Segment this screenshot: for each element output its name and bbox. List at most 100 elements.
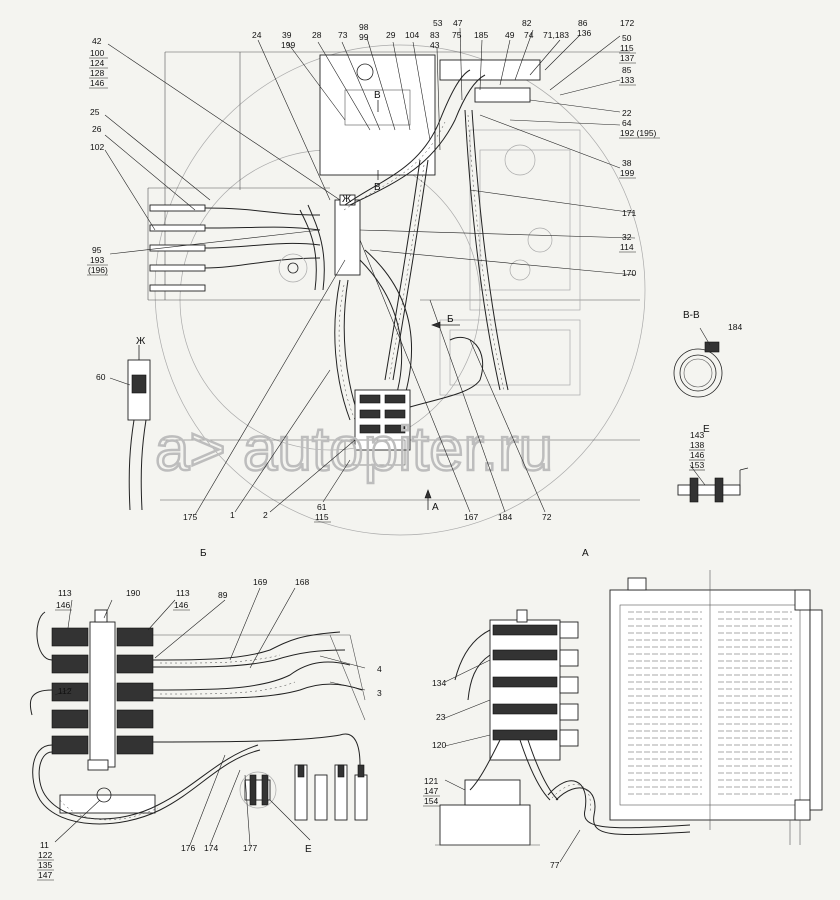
distributor-block — [334, 199, 361, 276]
callout-53: 53 — [433, 18, 443, 28]
callout-143: 143 — [690, 430, 704, 440]
callout-underlines — [37, 52, 705, 881]
callout-24: 24 — [252, 30, 262, 40]
callout-25: 25 — [90, 107, 100, 117]
callout-192-195: 192 (195) — [620, 128, 657, 138]
callout-89: 89 — [218, 590, 228, 600]
callout-121: 121 — [424, 776, 438, 786]
view-label-v-bottom: В — [374, 182, 381, 193]
callout-43: 43 — [430, 40, 440, 50]
callout-115: 115 — [620, 43, 634, 53]
callout-134: 134 — [432, 678, 446, 688]
callout-60: 60 — [96, 372, 106, 382]
callout-172: 172 — [620, 18, 634, 28]
callout-133: 133 — [620, 75, 634, 85]
view-arrow-label-a: А — [432, 502, 439, 513]
callout-77: 77 — [550, 860, 560, 870]
callout-136: 136 — [577, 28, 591, 38]
callout-184-main: 184 — [498, 512, 512, 522]
top-manifold — [474, 87, 531, 103]
callout-labels: 42 100 124 128 146 25 26 102 95 193 (196… — [38, 18, 742, 880]
callout-42: 42 — [92, 36, 102, 46]
detail-vv — [673, 341, 723, 398]
callout-199: 199 — [281, 40, 295, 50]
callout-174: 174 — [204, 843, 218, 853]
callout-72: 72 — [542, 512, 552, 522]
view-arrow-label-b: Б — [447, 314, 454, 325]
view-arrow-label-zh: Ж — [342, 194, 352, 205]
callout-39: 39 — [282, 30, 292, 40]
callout-154: 154 — [424, 796, 438, 806]
tank-cap — [356, 63, 374, 81]
callout-122: 122 — [38, 850, 52, 860]
watermark: a> autopiter.ru — [155, 415, 553, 484]
callout-85: 85 — [622, 65, 632, 75]
main-hoses — [299, 69, 509, 421]
callout-114: 114 — [620, 242, 634, 252]
callout-169: 169 — [253, 577, 267, 587]
callout-115b: 115 — [315, 512, 329, 522]
callout-74: 74 — [524, 30, 534, 40]
callout-28: 28 — [312, 30, 322, 40]
callout-49: 49 — [505, 30, 515, 40]
callout-38: 38 — [622, 158, 632, 168]
callout-29: 29 — [386, 30, 396, 40]
callout-64: 64 — [622, 118, 632, 128]
callout-95: 95 — [92, 245, 102, 255]
callout-146-left: 146 — [56, 600, 70, 610]
callout-3: 3 — [377, 688, 382, 698]
callout-138: 138 — [690, 440, 704, 450]
view-label-a: А — [582, 548, 589, 559]
callout-32: 32 — [622, 232, 632, 242]
callout-146-right: 146 — [174, 600, 188, 610]
main-view — [147, 44, 646, 536]
engine-outline — [439, 129, 581, 396]
view-a — [435, 570, 823, 846]
callout-86: 86 — [578, 18, 588, 28]
view-label-zh: Ж — [136, 336, 146, 347]
callout-26: 26 — [92, 124, 102, 134]
view-label-e: Е — [703, 424, 710, 435]
callout-185: 185 — [474, 30, 488, 40]
callout-2: 2 — [263, 510, 268, 520]
callout-1: 1 — [230, 510, 235, 520]
callout-120: 120 — [432, 740, 446, 750]
callout-75: 75 — [452, 30, 462, 40]
callout-196: (196) — [88, 265, 108, 275]
callout-4: 4 — [377, 664, 382, 674]
view-label-v-top: В — [374, 90, 381, 101]
distributor-body-b — [89, 621, 116, 768]
callout-137: 137 — [620, 53, 634, 63]
callout-176: 176 — [181, 843, 195, 853]
pipe-loops-b — [239, 764, 368, 821]
callout-147: 147 — [38, 870, 52, 880]
callout-124: 124 — [90, 58, 104, 68]
callout-190: 190 — [126, 588, 140, 598]
callout-82: 82 — [522, 18, 532, 28]
valve-stack-main — [344, 389, 411, 466]
callout-73: 73 — [338, 30, 348, 40]
callout-168: 168 — [295, 577, 309, 587]
callout-71-183: 71,183 — [543, 30, 569, 40]
view-label-b: Б — [200, 548, 207, 559]
callout-177: 177 — [243, 843, 257, 853]
callout-112: 112 — [58, 686, 72, 696]
view-label-vv: В-В — [683, 310, 700, 321]
left-bracket-bars — [149, 204, 206, 292]
view-b — [29, 609, 368, 825]
callout-113-right: 113 — [176, 588, 190, 598]
hydraulic-tank — [319, 54, 436, 176]
leader-lines — [54, 27, 711, 863]
view-labels: Б А В-В Е Ж В В Б А Ж Е — [136, 90, 710, 855]
callout-61: 61 — [317, 502, 327, 512]
detail-e-top — [677, 467, 749, 503]
valve-stack-a — [489, 609, 579, 761]
callout-98: 98 — [359, 22, 369, 32]
callout-104: 104 — [405, 30, 419, 40]
callout-22: 22 — [622, 108, 632, 118]
callout-153: 153 — [690, 460, 704, 470]
callout-50: 50 — [622, 33, 632, 43]
callout-113-left: 113 — [58, 588, 72, 598]
callout-102: 102 — [90, 142, 104, 152]
